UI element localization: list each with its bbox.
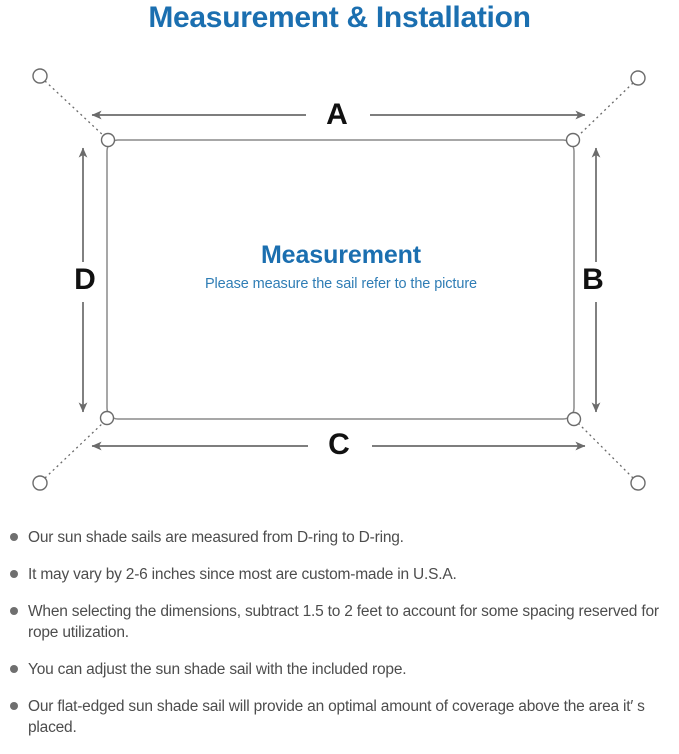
list-item: You can adjust the sun shade sail with t… [0, 659, 679, 680]
list-item: Our sun shade sails are measured from D-… [0, 527, 679, 548]
d-ring-bottom-left [99, 410, 115, 426]
d-ring-top-right [565, 132, 581, 148]
bullet-icon [10, 570, 18, 578]
dimension-label-b: B [582, 263, 604, 296]
notes-list: Our sun shade sails are measured from D-… [0, 527, 679, 754]
note-text: You can adjust the sun shade sail with t… [28, 661, 407, 678]
dimension-label-c: C [328, 428, 350, 461]
anchor-point-bottom-left [32, 475, 48, 491]
dimension-label-d: D [74, 263, 96, 296]
list-item: Our flat-edged sun shade sail will provi… [0, 696, 679, 738]
note-text: Our flat-edged sun shade sail will provi… [28, 698, 645, 736]
page-title: Measurement & Installation [148, 1, 531, 34]
anchor-point-top-right [630, 70, 646, 86]
anchor-point-bottom-right [630, 475, 646, 491]
dimension-label-a: A [326, 98, 348, 131]
rope-line-bottom-left [44, 421, 105, 479]
rope-line-top-left [44, 80, 106, 138]
diagram-svg [32, 68, 646, 491]
list-item: It may vary by 2-6 inches since most are… [0, 564, 679, 585]
d-ring-bottom-right [566, 411, 582, 427]
rope-lines [44, 80, 634, 479]
anchor-points [32, 68, 646, 491]
rope-line-top-right [576, 82, 634, 138]
sail-shape [106, 139, 575, 420]
anchor-point-top-left [32, 68, 48, 84]
bullet-icon [10, 533, 18, 541]
bullet-icon [10, 702, 18, 710]
bullet-icon [10, 665, 18, 673]
note-text: Our sun shade sails are measured from D-… [28, 529, 404, 546]
sail-measurement-diagram: A B C D Measurement Please measure the s… [0, 40, 679, 520]
d-rings [99, 132, 582, 427]
d-ring-top-left [100, 132, 116, 148]
rope-line-bottom-right [577, 422, 634, 479]
list-item: When selecting the dimensions, subtract … [0, 601, 679, 643]
note-text: When selecting the dimensions, subtract … [28, 603, 659, 641]
bullet-icon [10, 607, 18, 615]
note-text: It may vary by 2-6 inches since most are… [28, 566, 457, 583]
